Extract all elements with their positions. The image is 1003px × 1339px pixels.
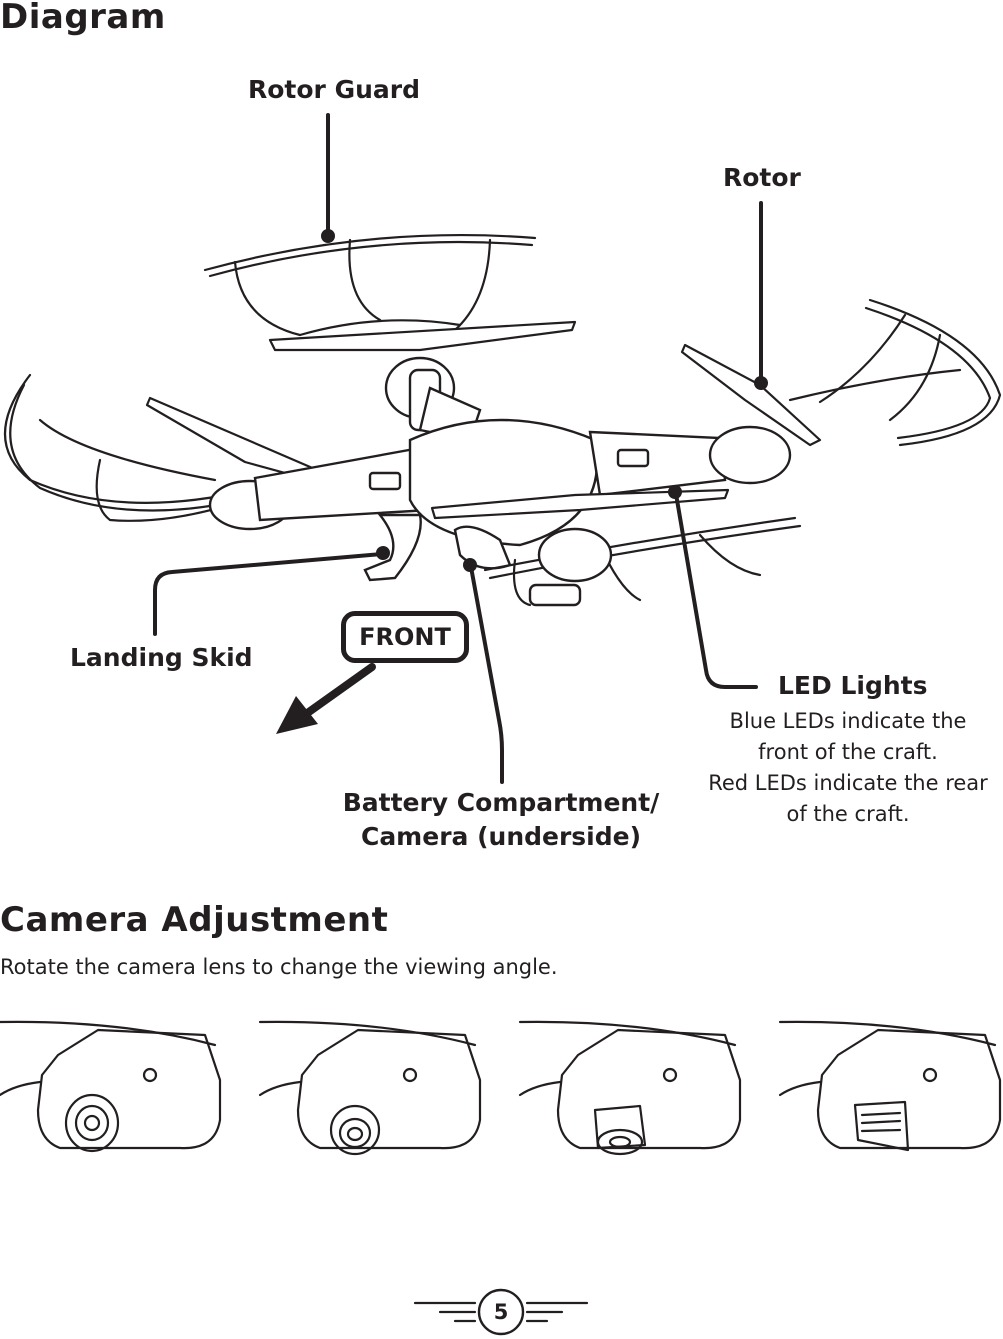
rotor-guard-back bbox=[203, 233, 537, 337]
led-desc-line: of the craft. bbox=[786, 802, 910, 826]
front-badge: FRONT bbox=[341, 611, 469, 663]
leader-led-lights bbox=[668, 485, 758, 689]
camera-angle-3 bbox=[518, 1020, 742, 1156]
leader-landing-skid bbox=[153, 546, 390, 636]
leader-rotor-guard bbox=[321, 113, 335, 243]
rotor-front bbox=[430, 488, 730, 607]
led-desc-line: Red LEDs indicate the rear bbox=[708, 771, 988, 795]
led-desc-line: front of the craft. bbox=[758, 740, 938, 764]
rotor-right bbox=[680, 343, 822, 485]
landing-skid-label: Landing Skid bbox=[70, 643, 253, 672]
rotor-guard-front bbox=[483, 516, 802, 607]
camera-adjustment-title: Camera Adjustment bbox=[0, 900, 389, 940]
led-description: Blue LEDs indicate the front of the craf… bbox=[700, 706, 996, 830]
camera-angle-2 bbox=[258, 1020, 482, 1156]
camera-angle-illustrations bbox=[0, 1020, 1002, 1156]
page-number-ornament bbox=[413, 1288, 589, 1336]
ornament-lines-right bbox=[525, 1301, 589, 1323]
drone-illustration bbox=[3, 113, 1002, 784]
leader-battery bbox=[463, 558, 504, 784]
ornament-lines-left bbox=[413, 1301, 477, 1323]
diagram-title: Diagram bbox=[0, 0, 166, 37]
rotor-label: Rotor bbox=[723, 163, 801, 192]
rotor-guard-label: Rotor Guard bbox=[248, 75, 420, 104]
rotor-guard-right bbox=[788, 298, 1002, 447]
front-arrow-icon bbox=[276, 663, 376, 734]
rotor-back bbox=[268, 320, 577, 432]
page-number-circle bbox=[477, 1288, 525, 1336]
drone-body bbox=[253, 386, 727, 582]
page-number: 5 bbox=[493, 1300, 509, 1324]
led-lights-label: LED Lights bbox=[778, 671, 928, 700]
rotor-guard-left bbox=[3, 373, 257, 522]
camera-angle-4 bbox=[778, 1020, 1002, 1152]
camera-angle-1 bbox=[0, 1020, 222, 1153]
led-desc-line: Blue LEDs indicate the bbox=[729, 709, 967, 733]
battery-compartment-label: Battery Compartment/ Camera (underside) bbox=[342, 788, 660, 851]
camera-adjustment-description: Rotate the camera lens to change the vie… bbox=[0, 955, 558, 979]
leader-rotor bbox=[754, 201, 768, 390]
